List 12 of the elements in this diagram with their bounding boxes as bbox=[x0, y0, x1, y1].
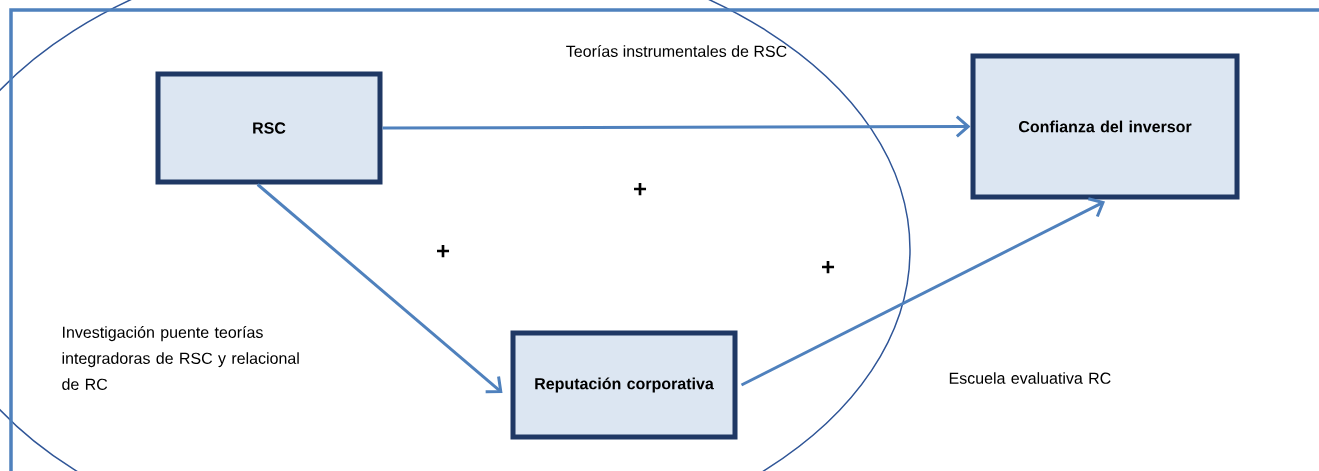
plus-sign: + bbox=[822, 260, 835, 274]
process-box: Confianza del inversor bbox=[970, 53, 1240, 200]
plus-sign: + bbox=[634, 182, 647, 196]
arrow bbox=[740, 197, 1105, 387]
arrow bbox=[256, 183, 503, 394]
process-box: Reputación corporativa bbox=[510, 330, 738, 440]
process-box: RSC bbox=[155, 71, 383, 185]
arrow bbox=[382, 115, 971, 138]
note-text: Investigación puente teorías integradoras de RSC y relacional de RC bbox=[62, 326, 299, 390]
edge-label: Teorías instrumentales de RSC bbox=[566, 45, 787, 57]
note-text: Escuela evaluativa RC bbox=[949, 372, 1111, 384]
plus-sign: + bbox=[437, 244, 450, 258]
